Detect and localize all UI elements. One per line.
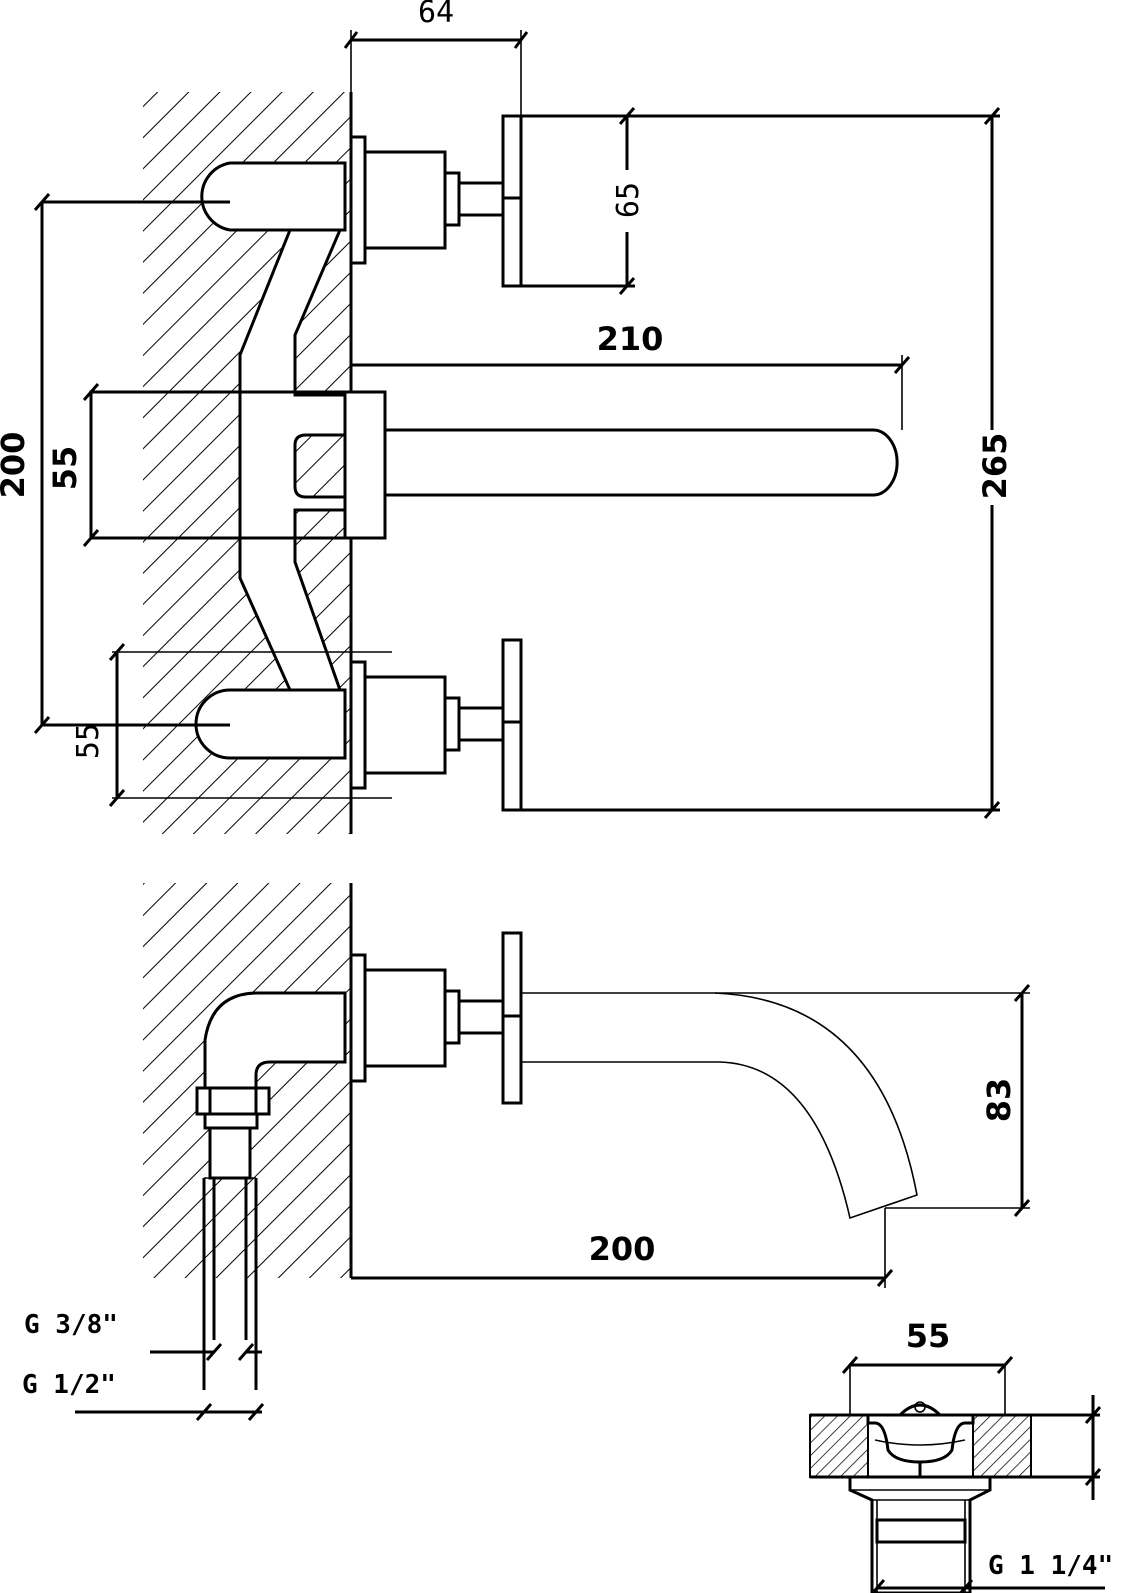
dim-55-waste: 55	[841, 1317, 1014, 1415]
dim-55-waste-label: 55	[906, 1317, 951, 1355]
lower-valve	[349, 638, 523, 812]
dim-265: 265	[521, 107, 1014, 819]
dim-55-spout: 55	[46, 383, 100, 547]
mixer-channel	[238, 228, 347, 692]
dim-55-rosette-label: 55	[71, 723, 106, 759]
waste-plug-cap	[896, 1403, 944, 1417]
basin-section-left	[809, 1414, 869, 1478]
upper-cross-handle	[501, 114, 523, 288]
thread-g-3-8: G 3/8"	[24, 1310, 262, 1361]
front-view: 64 65 210 265	[0, 0, 1014, 834]
dim-200-vertical: 200	[0, 193, 230, 734]
thread-g-1-2-label: G 1/2"	[22, 1370, 116, 1400]
dim-83: 83	[715, 984, 1031, 1217]
thread-g-3-8-label: G 3/8"	[24, 1310, 118, 1340]
side-cross-handle	[501, 931, 523, 1105]
dim-65-label: 65	[611, 182, 646, 218]
thread-g-1-2: G 1/2"	[22, 1370, 265, 1421]
dim-200-vertical-label: 200	[0, 432, 32, 499]
basin-section-right	[972, 1414, 1032, 1478]
waste-view: 55 G 1 1/4"	[809, 1317, 1113, 1593]
dim-210-label: 210	[597, 320, 664, 358]
thread-g-1-1-4-label: G 1 1/4"	[988, 1551, 1113, 1581]
upper-inlet-elbow	[200, 161, 347, 232]
dim-265-label: 265	[976, 433, 1014, 500]
waste-plug	[866, 1413, 975, 1464]
dim-64: 64	[343, 0, 529, 130]
dim-200-horizontal-label: 200	[589, 1230, 656, 1268]
spout-block-face	[343, 390, 387, 540]
dim-65: 65	[521, 107, 646, 295]
dim-55-spout-label: 55	[46, 446, 84, 491]
thread-g-1-1-4: G 1 1/4"	[870, 1551, 1113, 1593]
dim-64-label: 64	[418, 0, 454, 30]
lower-cross-handle	[501, 638, 523, 812]
side-view: 83 200 G 3/8" G 1/2"	[22, 883, 1031, 1421]
dim-200-horizontal: 200	[351, 1208, 894, 1288]
dim-210: 210	[351, 320, 911, 430]
lower-inlet-elbow	[194, 688, 347, 760]
dim-83-label: 83	[980, 1078, 1018, 1123]
dim-55-rosette: 55	[71, 643, 392, 807]
upper-valve	[349, 114, 523, 288]
curved-spout	[520, 992, 918, 1220]
hex-nut	[195, 1086, 271, 1130]
spout-tube	[383, 428, 899, 497]
side-valve	[349, 931, 523, 1105]
inlet-pipe	[208, 1126, 252, 1180]
